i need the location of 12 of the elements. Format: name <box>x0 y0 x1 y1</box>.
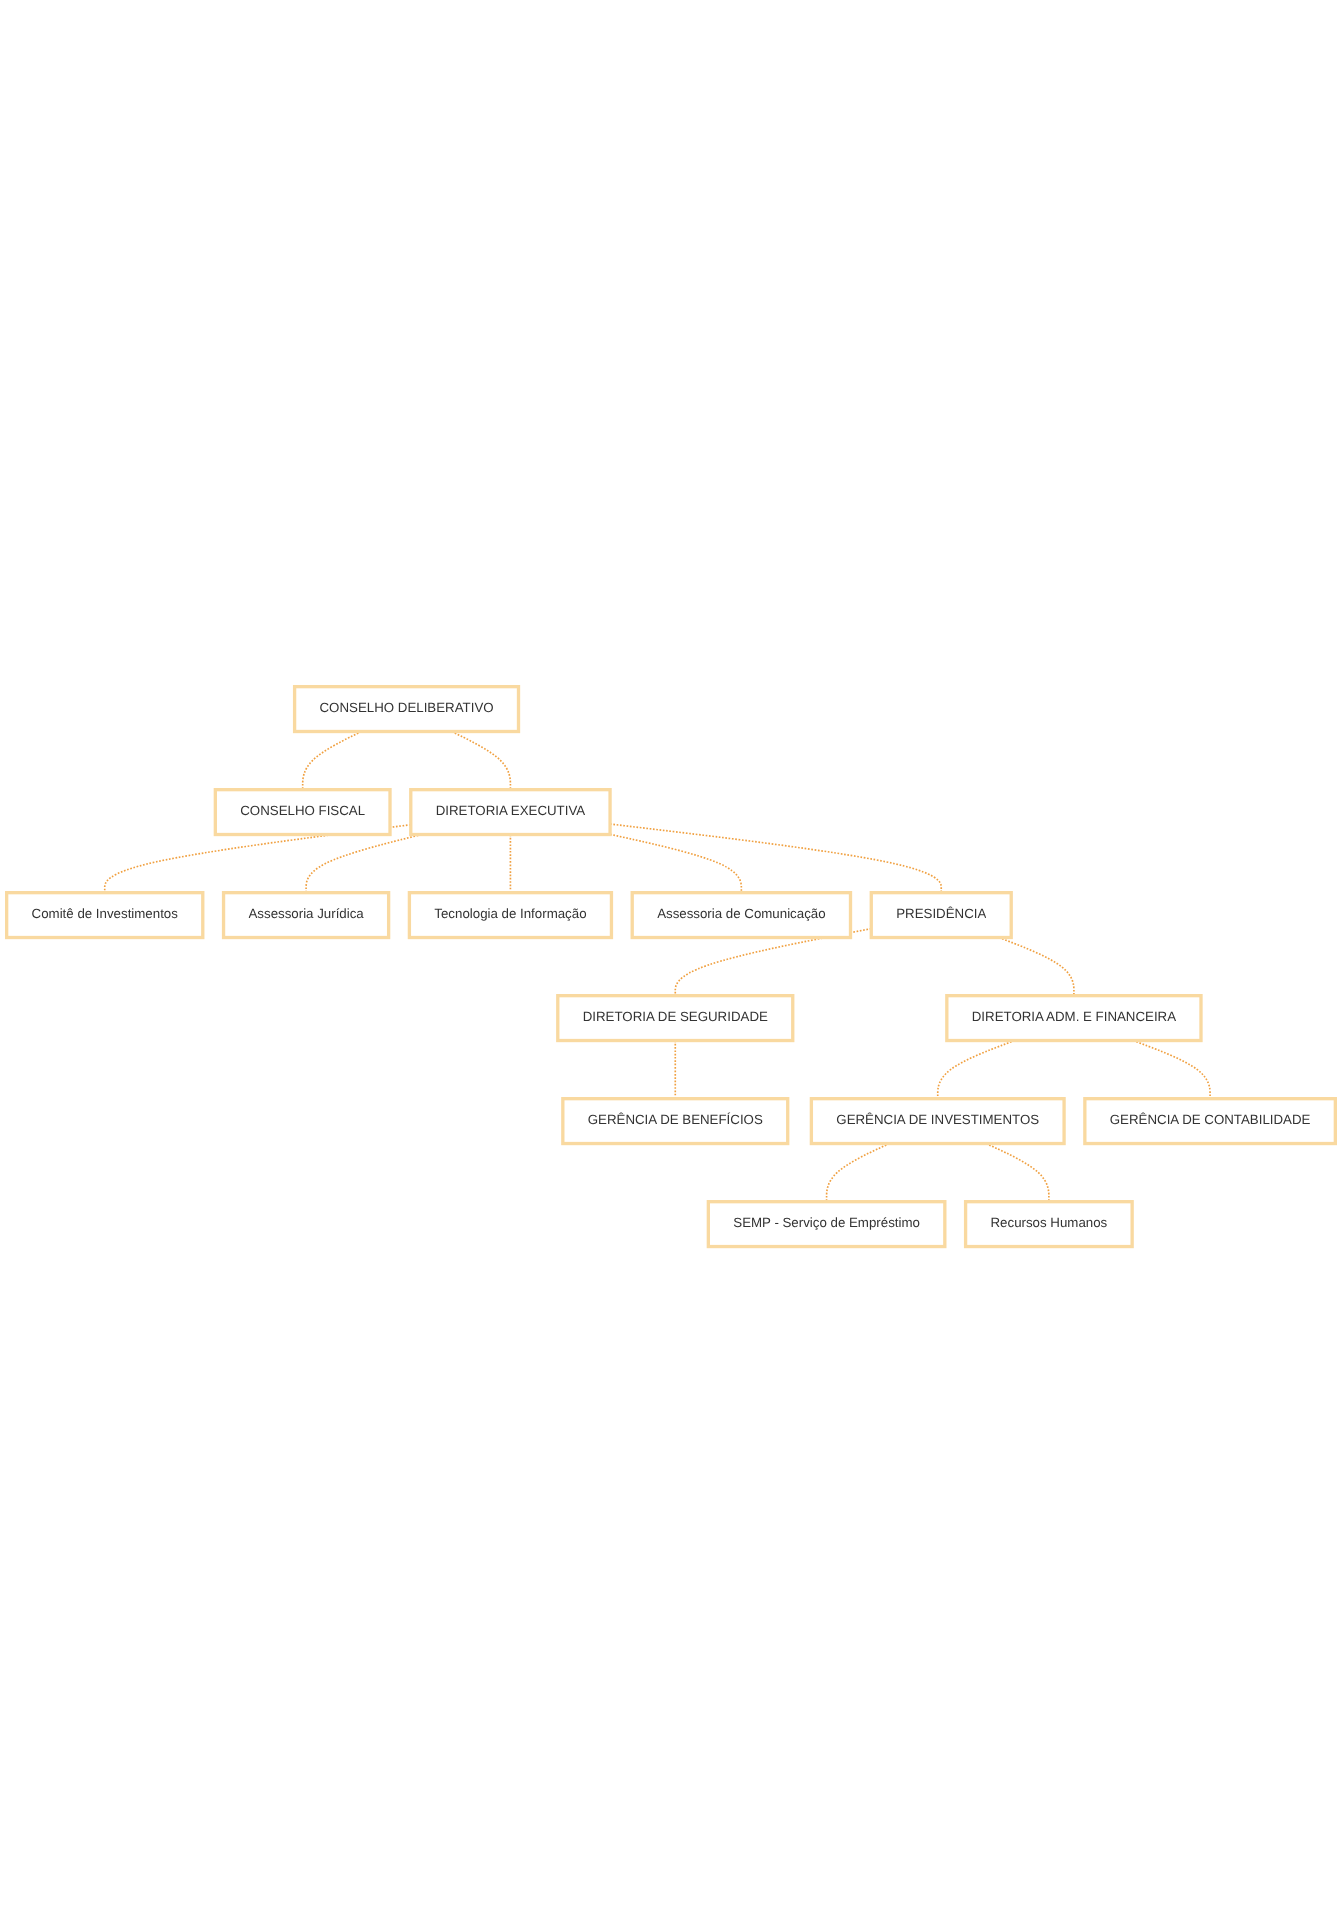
connector <box>674 1039 677 1099</box>
connector <box>450 730 512 790</box>
connector <box>674 927 873 996</box>
connector <box>609 822 943 893</box>
connector <box>1132 1039 1211 1099</box>
connector <box>609 832 743 893</box>
connector <box>998 936 1075 996</box>
connector <box>936 1039 1016 1099</box>
connector <box>825 1142 891 1202</box>
connector <box>985 1142 1050 1202</box>
connector <box>509 833 512 893</box>
connector <box>301 730 363 790</box>
